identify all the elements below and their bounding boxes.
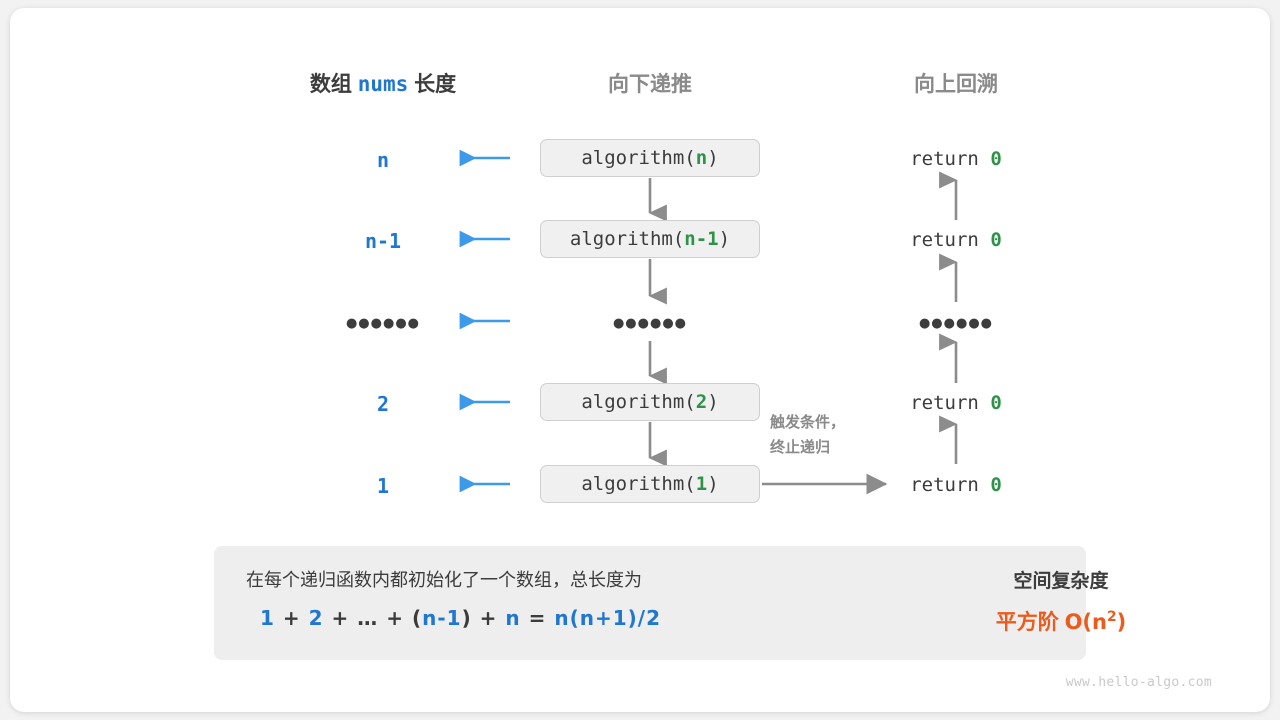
- return-value-row-3: 0: [990, 392, 1002, 414]
- header-array-suffix: 长度: [414, 73, 457, 96]
- return-row-1: return 0: [910, 229, 1002, 251]
- complexity-big-o-exponent: 2: [1106, 609, 1117, 625]
- return-keyword-row-1: return: [910, 229, 979, 251]
- call-box-row-0[interactable]: algorithm(n): [540, 139, 760, 177]
- formula-term-1: 1: [260, 606, 275, 630]
- call-box-row-3[interactable]: algorithm(2): [540, 383, 760, 421]
- complexity-big-o: O(n2): [1064, 609, 1127, 634]
- call-box-arg-row-3: 2: [695, 391, 708, 413]
- ellipsis-dots-left: ●●●●●●: [345, 316, 421, 331]
- call-box-suffix-row-0: ): [707, 147, 719, 169]
- formula-equals: =: [528, 606, 547, 630]
- summary-description: 在每个递归函数内都初始化了一个数组，总长度为: [246, 570, 642, 590]
- complexity-title: 空间复杂度: [1013, 571, 1109, 592]
- formula-term-2: 2: [308, 606, 324, 630]
- formula-left-paren: (: [411, 606, 423, 630]
- call-box-arg-row-4: 1: [695, 473, 708, 495]
- call-box-prefix-row-3: algorithm(: [581, 391, 696, 413]
- complexity-value: 平方阶 O(n2): [956, 606, 1166, 636]
- return-keyword-row-0: return: [910, 148, 979, 170]
- base-case-annotation-line1: 触发条件，: [770, 414, 846, 431]
- formula-op-1: +: [282, 606, 301, 630]
- call-box-prefix-row-4: algorithm(: [581, 473, 696, 495]
- complexity-big-o-prefix: O(n: [1064, 610, 1107, 634]
- formula-term-n-minus-1: n-1: [422, 606, 462, 630]
- call-box-prefix-row-0: algorithm(: [581, 147, 696, 169]
- complexity-big-o-suffix: ): [1116, 610, 1127, 634]
- return-row-2-ellipsis: ●●●●●●: [919, 314, 993, 332]
- call-box-suffix-row-4: ): [707, 473, 719, 495]
- formula-op-2: +: [331, 606, 350, 630]
- call-box-row-1[interactable]: algorithm(n-1): [540, 220, 760, 258]
- call-box-arg-row-0: n: [695, 147, 708, 169]
- blue-feed-arrows: [459, 149, 510, 493]
- formula-op-4: +: [479, 606, 498, 630]
- header-recurse-down: 向下递推: [608, 73, 692, 96]
- summary-formula: 1 + 2 + … + (n-1) + n = n(n+1)/2: [260, 606, 661, 630]
- return-row-4: return 0: [910, 474, 1002, 496]
- formula-op-3: +: [386, 606, 404, 630]
- call-box-prefix-row-1: algorithm(: [569, 228, 685, 250]
- size-label-row-2-ellipsis: ●●●●●●: [346, 314, 420, 332]
- header-backtrack-up: 向上回溯: [914, 73, 998, 96]
- return-keyword-row-3: return: [910, 392, 979, 414]
- formula-term-n: n: [505, 606, 521, 630]
- ellipsis-dots-right: ●●●●●●: [918, 316, 994, 331]
- call-box-arg-row-1: n-1: [684, 228, 719, 250]
- formula-result: n(n+1)/2: [554, 606, 662, 630]
- size-label-row-3: 2: [376, 392, 390, 416]
- return-value-row-1: 0: [990, 229, 1002, 251]
- call-box-row-4[interactable]: algorithm(1): [540, 465, 760, 503]
- header-array-varname: nums: [357, 72, 409, 96]
- header-array-length: 数组 nums 长度: [310, 68, 456, 98]
- call-box-suffix-row-1: ): [718, 228, 731, 250]
- header-array-prefix: 数组: [309, 73, 352, 96]
- size-label-row-4: 1: [376, 474, 390, 498]
- return-keyword-row-4: return: [910, 474, 979, 496]
- return-row-0: return 0: [910, 148, 1002, 170]
- return-value-row-4: 0: [990, 474, 1002, 496]
- base-case-annotation-line2: 终止递归: [770, 439, 831, 456]
- call-box-suffix-row-3: ): [707, 391, 719, 413]
- complexity-order-label: 平方阶: [995, 611, 1059, 634]
- call-row-2-ellipsis: ●●●●●●: [613, 314, 687, 332]
- base-case-annotation: 触发条件， 终止递归: [770, 410, 845, 460]
- formula-ellipsis: …: [357, 606, 379, 630]
- ellipsis-dots-middle: ●●●●●●: [612, 316, 688, 331]
- size-label-row-1: n-1: [364, 229, 402, 253]
- return-value-row-0: 0: [990, 148, 1002, 170]
- size-label-row-0: n: [376, 148, 390, 172]
- formula-right-paren: ): [461, 606, 472, 630]
- site-watermark: www.hello-algo.com: [1065, 675, 1212, 690]
- return-row-3: return 0: [910, 392, 1002, 414]
- summary-panel: 在每个递归函数内都初始化了一个数组，总长度为 1 + 2 + … + (n-1)…: [214, 546, 1126, 660]
- diagram-card: 数组 nums 长度 向下递推 向上回溯 n algorithm(n) retu…: [10, 8, 1270, 712]
